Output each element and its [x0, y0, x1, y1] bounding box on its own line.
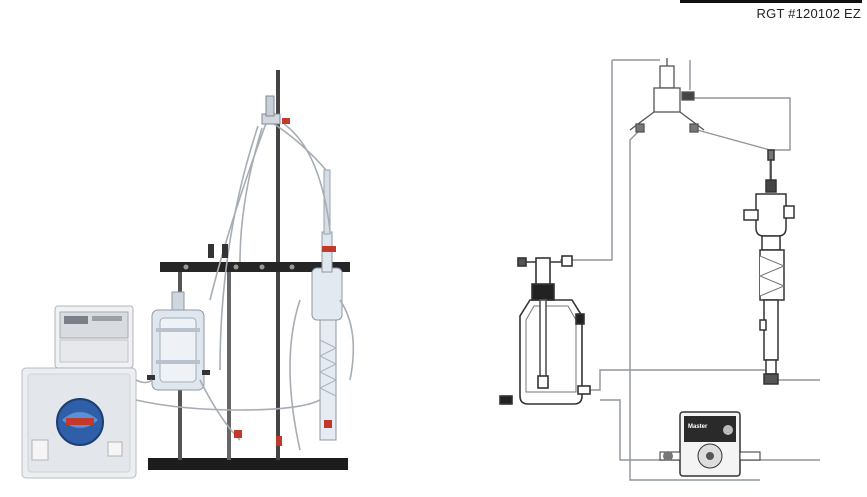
chiller-unit-icon — [21, 305, 137, 479]
jacketed-vessel — [147, 291, 210, 391]
t-connector — [629, 58, 705, 133]
trap-bottle — [499, 255, 591, 405]
distillation-column — [311, 169, 343, 441]
fittings — [208, 95, 332, 446]
peristaltic-pump-icon: Master — [659, 411, 761, 477]
schematic-diagram — [560, 59, 820, 481]
catalog-number: RGT #120102 EZ — [756, 6, 861, 21]
tubing-lines — [135, 117, 355, 451]
svg-text:Master: Master — [688, 424, 708, 430]
header-rule — [680, 0, 862, 3]
reactor-column — [743, 149, 795, 385]
